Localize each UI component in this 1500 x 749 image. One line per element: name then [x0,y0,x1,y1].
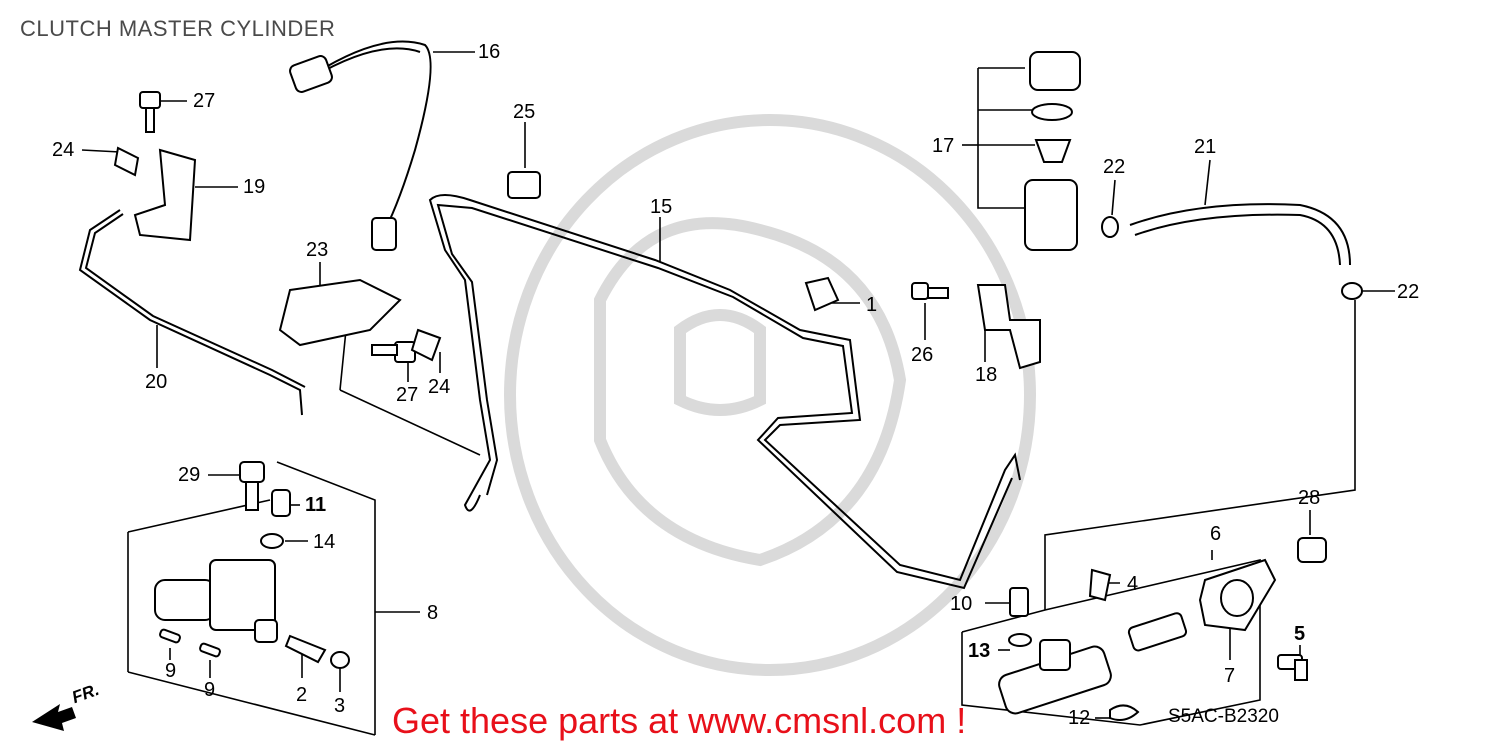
washer-13-icon [1008,633,1032,647]
callout-1[interactable]: 1 [866,294,878,316]
callout-11[interactable]: 11 [305,494,327,516]
clip-4-icon [1088,568,1112,602]
callout-22a[interactable]: 22 [1103,156,1126,178]
bolt-5-icon [1277,654,1308,681]
callout-7[interactable]: 7 [1224,665,1236,687]
washer-14-icon [260,533,284,549]
callout-25[interactable]: 25 [513,101,536,123]
front-arrow-icon [32,704,76,731]
hose-joint-icon [371,217,397,251]
clutch-hose-16 [304,40,432,231]
callout-19[interactable]: 19 [243,176,266,198]
callout-28[interactable]: 28 [1298,487,1321,509]
diagram-code: S5AC-B2320 [1168,706,1279,727]
callout-24a[interactable]: 24 [52,139,75,161]
callout-26[interactable]: 26 [911,344,934,366]
callout-6[interactable]: 6 [1210,523,1222,545]
background-logo-watermark [504,114,1036,676]
callout-2[interactable]: 2 [296,684,308,706]
pin-12-icon [1109,704,1140,721]
callout-23[interactable]: 23 [306,239,329,261]
callout-20[interactable]: 20 [145,371,168,393]
hose-clamp-22b-icon [1341,282,1363,300]
hose-clamp-22-icon [1101,216,1119,238]
clutch-pipe-15 [428,194,1021,582]
callout-17[interactable]: 17 [932,135,955,157]
callout-27b[interactable]: 27 [396,384,419,406]
bolt-10-icon [1009,587,1029,617]
callout-21[interactable]: 21 [1194,136,1217,158]
callout-22b[interactable]: 22 [1397,281,1420,303]
bracket-18-icon [976,284,1041,370]
callout-5[interactable]: 5 [1294,623,1306,645]
master-cylinder-icon [998,612,1188,715]
reservoir-cap-icon [1029,51,1081,91]
callout-15[interactable]: 15 [650,196,673,218]
callout-27a[interactable]: 27 [193,90,216,112]
reservoir-icon [1024,179,1078,251]
clip-24b-icon [410,328,442,362]
nut-28-icon [1297,537,1327,563]
pin-9a-icon [159,628,181,644]
gasket-6-icon [1198,558,1277,632]
reservoir-hose-21 [1129,203,1351,266]
pin-9b-icon [199,642,221,658]
clip-24-icon [113,146,140,177]
callout-10[interactable]: 10 [950,593,973,615]
pipes [78,40,1351,590]
callout-14[interactable]: 14 [313,531,336,553]
callout-24b[interactable]: 24 [428,376,451,398]
bracket-23-icon [278,278,402,347]
callout-12[interactable]: 12 [1068,707,1091,729]
hose-end-fitting-icon [289,55,333,93]
callout-9b[interactable]: 9 [204,679,216,701]
callout-13[interactable]: 13 [968,640,991,662]
callout-18[interactable]: 18 [975,364,998,386]
cap-3-icon [330,651,350,669]
slave-cylinder-icon [154,559,278,643]
bracket-19-icon [133,148,197,242]
callout-29[interactable]: 29 [178,464,201,486]
clutch-pipe-20 [78,209,303,416]
clip-1-icon [804,276,840,312]
bolt-26-icon [911,282,949,300]
clip-25-icon [507,171,541,199]
bolt-27-icon [139,91,161,133]
cmsnl-watermark-text: Get these parts at www.cmsnl.com ! [392,700,967,741]
reservoir-seal-icon [1031,103,1073,121]
bleeder-2-icon [284,634,327,664]
diagram-title: CLUTCH MASTER CYLINDER [20,16,336,41]
callout-8[interactable]: 8 [427,602,439,624]
callout-9a[interactable]: 9 [165,660,177,682]
bleeder-11-icon [271,489,291,517]
bolt-29-icon [239,461,265,511]
bolt-27b-icon [371,341,416,363]
components [32,51,1363,731]
callout-3[interactable]: 3 [334,695,346,717]
callout-4[interactable]: 4 [1127,573,1139,595]
leader-lines [81,51,1395,736]
reservoir-strainer-icon [1034,139,1072,163]
callout-16[interactable]: 16 [478,41,501,63]
